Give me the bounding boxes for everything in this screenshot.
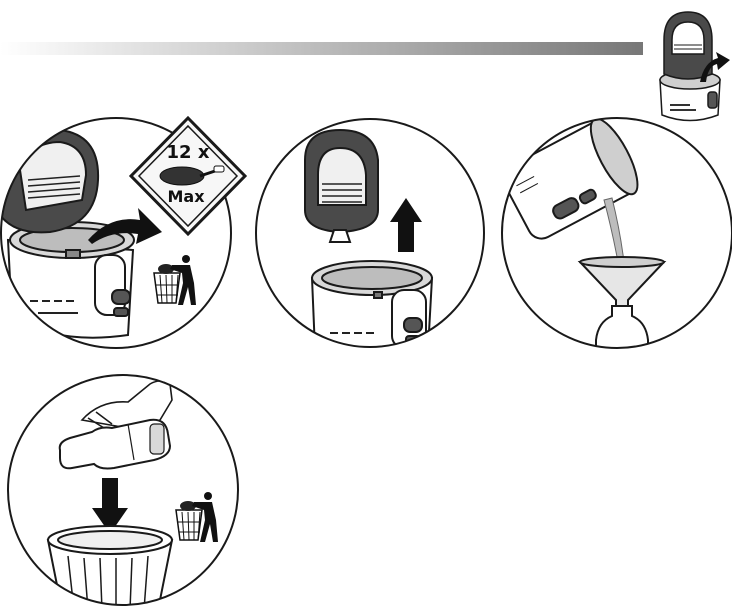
- bin-icon: [48, 526, 172, 609]
- funnel-icon: [580, 257, 664, 306]
- fryer-lid: [305, 130, 378, 242]
- fryer-body: [497, 113, 646, 245]
- badge-count: 12 x: [167, 142, 210, 163]
- fryer-lid: [0, 130, 98, 232]
- oil-stream: [604, 198, 624, 262]
- step-2-panel: [256, 119, 484, 350]
- fryer-body: [312, 261, 432, 350]
- arrow-icon: [390, 198, 422, 252]
- step-1-panel: 12 x Max: [0, 118, 245, 348]
- header-gradient-bar: [0, 42, 643, 55]
- capacity-badge: 12 x Max: [131, 118, 245, 234]
- bottle-icon: [60, 420, 170, 469]
- trash-disposal-icon: [176, 492, 218, 542]
- step-4-panel: [8, 375, 238, 609]
- trash-disposal-icon: [154, 255, 196, 305]
- fryer-body: [8, 222, 134, 338]
- bottle-icon: [596, 306, 648, 360]
- step-3-panel: [497, 113, 732, 360]
- badge-limit: Max: [167, 187, 205, 206]
